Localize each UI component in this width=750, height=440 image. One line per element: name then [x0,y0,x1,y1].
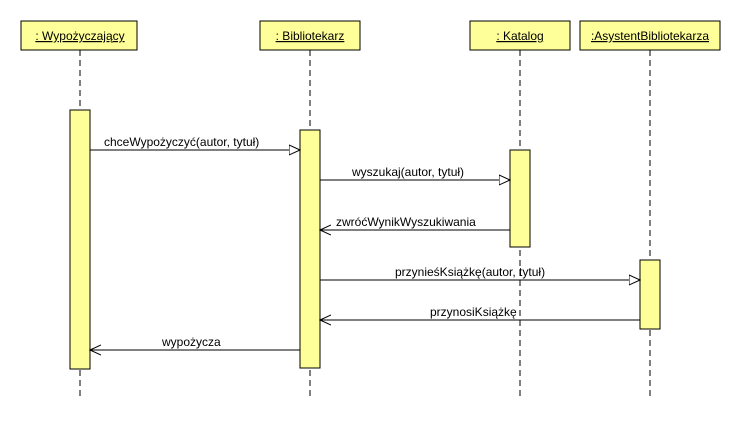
message-label-przynosi-ksiazke: przynosiKsiążkę [430,305,517,319]
participant-box-wypozyczajacy [20,20,138,51]
participant-label-bibliotekarz: : Bibliotekarz [276,29,345,43]
participant-box-asystent [579,20,721,51]
message-label-przynies-ksiazke: przynieśKsiążkę(autor, tytuł) [395,265,545,279]
participant-wypozyczajacy: : Wypożyczający [20,20,138,400]
activation-bar-asystent [639,259,661,330]
participant-bibliotekarz: : Bibliotekarz [259,20,361,400]
message-label-wyszukaj: wyszukaj(autor, tytuł) [351,165,464,179]
participant-label-asystent: :AsystentBibliotekarza [591,29,709,43]
message-wypozycza: wypożycza [90,335,300,350]
message-przynosi-ksiazke: przynosiKsiążkę [320,305,640,320]
participant-box-bibliotekarz [259,20,361,51]
message-przynies-ksiazke: przynieśKsiążkę(autor, tytuł) [320,265,640,280]
participant-label-wypozyczajacy: : Wypożyczający [35,29,124,43]
participant-katalog: : Katalog [469,20,571,400]
message-zwroc-wynik: zwróćWynikWyszukiwania [320,215,510,230]
activation-bar-bibliotekarz [299,129,321,369]
participant-box-katalog [469,20,571,51]
message-chce-wypozyczyc: chceWypożyczyć(autor, tytuł) [90,135,300,150]
activation-bar-katalog [509,149,531,248]
participant-asystent: :AsystentBibliotekarza [579,20,721,400]
message-wyszukaj: wyszukaj(autor, tytuł) [320,165,510,180]
message-label-wypozycza: wypożycza [161,335,221,349]
participant-label-katalog: : Katalog [496,29,543,43]
message-label-chce-wypozyczyc: chceWypożyczyć(autor, tytuł) [104,135,259,149]
activation-bar-wypozyczajacy [69,109,91,370]
message-label-zwroc-wynik: zwróćWynikWyszukiwania [336,215,476,229]
